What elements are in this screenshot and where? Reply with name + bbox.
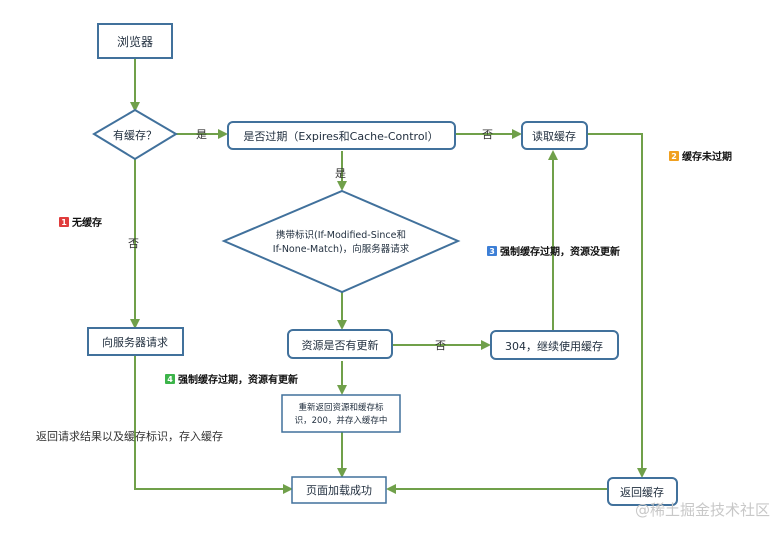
node-resource-updated: 资源是否有更新 xyxy=(287,329,393,359)
annotation-no-cache: 1 无缓存 xyxy=(59,216,102,229)
annotation-expired-not-updated: 3 强制缓存过期，资源没更新 xyxy=(487,245,620,258)
edge-readcache-to-returncache xyxy=(587,133,647,478)
annotation-cache-valid: 2 缓存未过期 xyxy=(669,150,732,163)
node-return-new-label-2: 识，200，并存入缓存中 xyxy=(295,415,388,426)
badge-4 xyxy=(165,374,175,384)
annotation-expired-updated-text: 强制缓存过期，资源有更新 xyxy=(178,373,298,386)
node-expired-label: 是否过期（Expires和Cache-Control） xyxy=(243,130,438,143)
edges xyxy=(130,58,647,494)
label-yes-has-cache: 是 xyxy=(196,128,207,141)
label-yes-expired: 是 xyxy=(335,167,346,180)
badge-3 xyxy=(487,246,497,256)
label-no-cache: 否 xyxy=(128,237,139,250)
node-page-loaded-label: 页面加载成功 xyxy=(306,484,372,497)
badge-2-number: 2 xyxy=(671,152,677,161)
node-browser-label: 浏览器 xyxy=(117,34,153,49)
node-request-server-label: 向服务器请求 xyxy=(102,335,168,349)
badge-1-number: 1 xyxy=(61,218,67,227)
annotation-cache-valid-text: 缓存未过期 xyxy=(681,150,732,163)
node-304: 304，继续使用缓存 xyxy=(490,330,619,360)
label-no-expired: 否 xyxy=(482,128,493,141)
badge-2 xyxy=(669,151,679,161)
node-read-cache: 读取缓存 xyxy=(521,121,588,150)
badge-3-number: 3 xyxy=(489,247,495,256)
annotation-expired-not-updated-text: 强制缓存过期，资源没更新 xyxy=(500,245,620,258)
label-store-back: 返回请求结果以及缓存标识，存入缓存 xyxy=(36,429,223,443)
node-has-cache-label: 有缓存？ xyxy=(113,128,157,142)
node-browser: 浏览器 xyxy=(97,23,173,59)
label-no-update: 否 xyxy=(435,339,446,352)
node-expired: 是否过期（Expires和Cache-Control） xyxy=(227,121,456,150)
node-with-tag: 携带标识(If-Modified-Since和 If-None-Match)，向… xyxy=(221,189,461,294)
node-read-cache-label: 读取缓存 xyxy=(532,129,576,143)
node-with-tag-label-2: If-None-Match)，向服务器请求 xyxy=(273,243,410,255)
node-return-cache: 返回缓存 xyxy=(607,477,678,506)
node-304-label: 304，继续使用缓存 xyxy=(505,339,603,353)
node-return-new-label-1: 重新返回资源和缓存标 xyxy=(298,402,384,413)
badge-1 xyxy=(59,217,69,227)
watermark: @稀土掘金技术社区 xyxy=(634,501,770,519)
annotation-no-cache-text: 无缓存 xyxy=(71,216,102,229)
edge-request-to-page xyxy=(134,355,293,494)
annotation-expired-updated: 4 强制缓存过期，资源有更新 xyxy=(165,373,298,386)
node-return-cache-label: 返回缓存 xyxy=(620,485,664,499)
node-has-cache: 有缓存？ xyxy=(92,108,178,161)
node-page-loaded: 页面加载成功 xyxy=(291,476,387,504)
node-request-server: 向服务器请求 xyxy=(87,327,184,356)
node-resource-updated-label: 资源是否有更新 xyxy=(302,338,379,352)
node-return-new: 重新返回资源和缓存标 识，200，并存入缓存中 xyxy=(281,394,401,433)
badge-4-number: 4 xyxy=(167,375,173,384)
node-with-tag-label-1: 携带标识(If-Modified-Since和 xyxy=(276,229,406,241)
